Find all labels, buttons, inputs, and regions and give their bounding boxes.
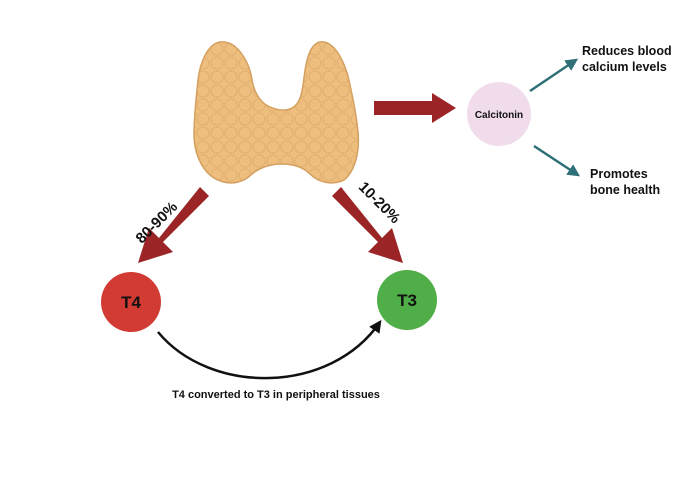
arrow-to-t3 — [332, 187, 403, 263]
thyroid-gland-icon — [193, 41, 360, 184]
promotes-bone-line-1: Promotes — [590, 167, 648, 181]
conversion-label: T4 converted to T3 in peripheral tissues — [172, 389, 380, 401]
conversion-arrow — [157, 319, 382, 380]
arrow-to-calcitonin — [374, 93, 456, 123]
arrow-to-reduces-calcium — [529, 58, 579, 93]
promotes-bone-line-2: bone health — [590, 183, 660, 197]
calcitonin-label: Calcitonin — [475, 110, 523, 121]
reduces-calcium-label: Reduces blood calcium levels — [582, 44, 675, 74]
promotes-bone-label: Promotes bone health — [590, 167, 660, 197]
calcitonin-node — [467, 82, 531, 146]
reduces-calcium-line-1: Reduces blood — [582, 44, 672, 58]
arrow-to-promotes-bone — [533, 144, 581, 177]
t3-node — [377, 270, 437, 330]
t4-node — [101, 272, 161, 332]
t4-label: T4 — [121, 293, 141, 312]
arrow-to-t4 — [138, 187, 209, 263]
reduces-calcium-line-2: calcium levels — [582, 60, 667, 74]
t3-label: T3 — [397, 291, 417, 310]
